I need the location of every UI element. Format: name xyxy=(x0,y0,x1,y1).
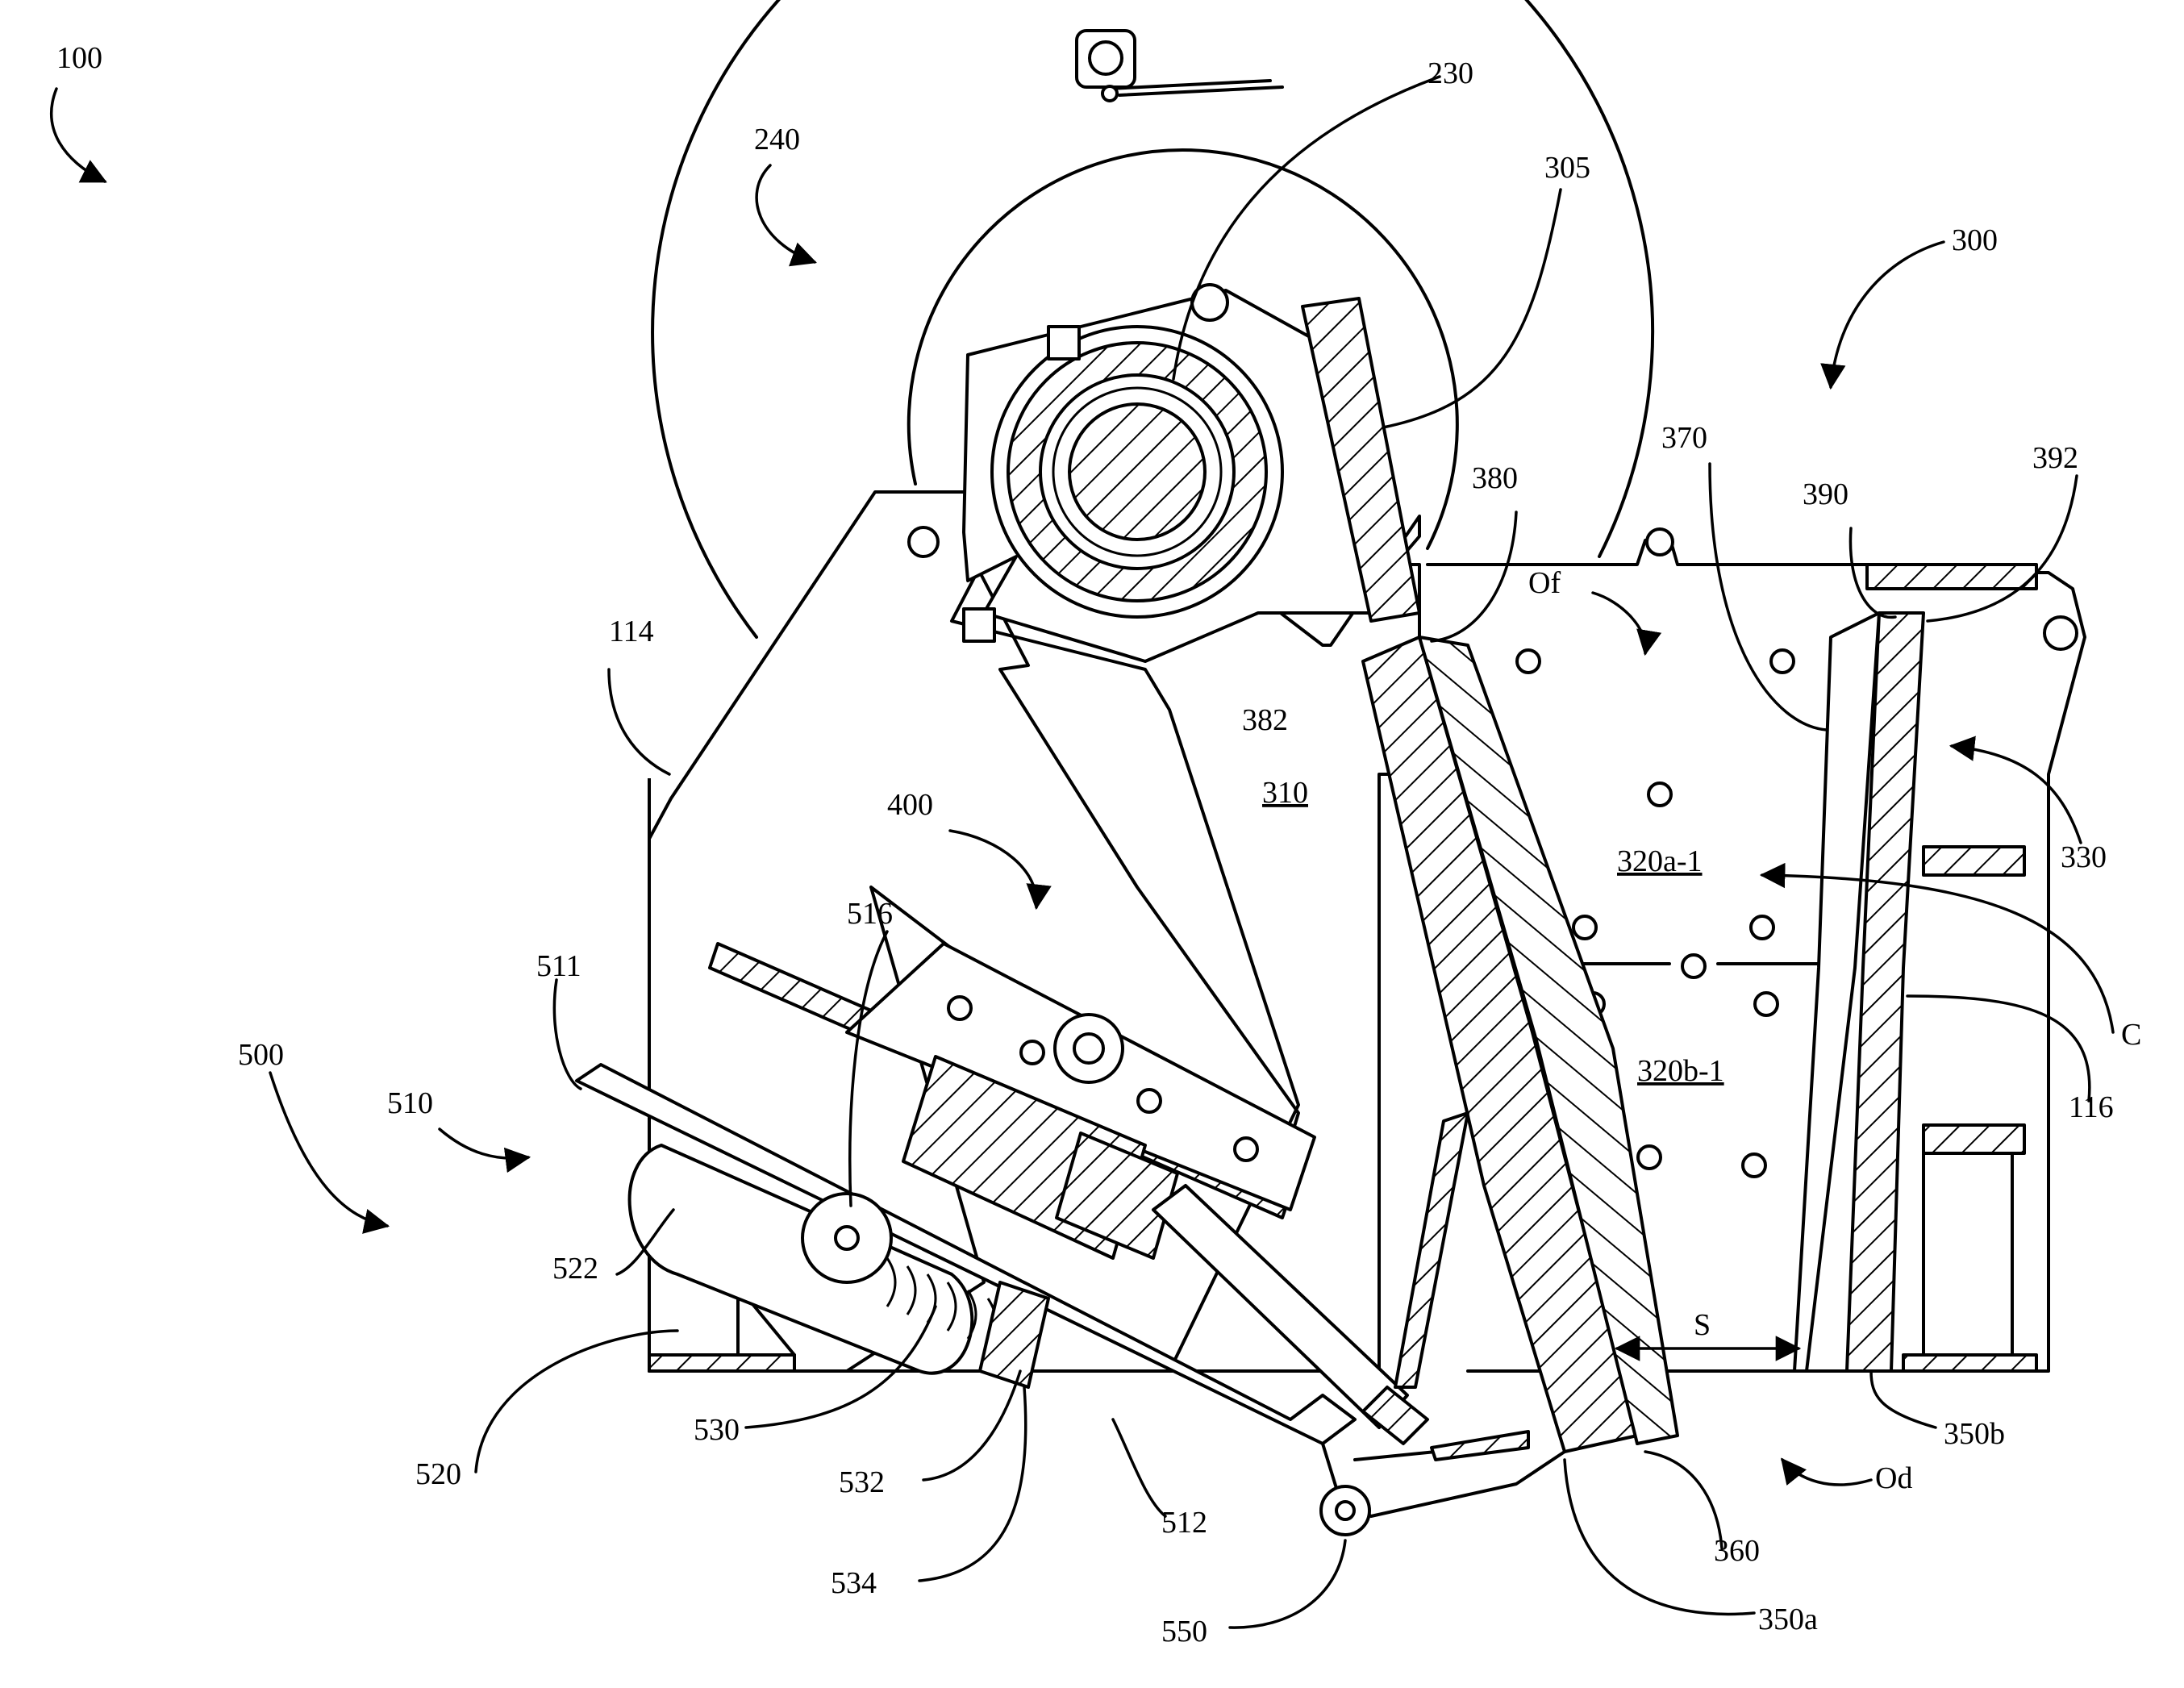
fixed-jaw xyxy=(1794,565,2036,1371)
label-c: C xyxy=(2121,1018,2141,1052)
label-of: Of xyxy=(1528,566,1561,600)
label-114: 114 xyxy=(609,615,654,648)
label-500: 500 xyxy=(238,1038,284,1072)
label-392: 392 xyxy=(2032,441,2078,475)
label-240: 240 xyxy=(754,123,800,156)
label-370: 370 xyxy=(1661,421,1707,455)
label-380: 380 xyxy=(1472,461,1518,495)
label-310: 310 xyxy=(1262,776,1308,810)
label-305: 305 xyxy=(1544,151,1590,185)
label-550: 550 xyxy=(1161,1615,1207,1648)
leader-lines xyxy=(52,77,2113,1628)
label-100: 100 xyxy=(56,41,102,75)
label-511: 511 xyxy=(536,949,581,983)
crusher-drawing xyxy=(577,0,2085,1535)
base-right xyxy=(1903,1355,2036,1371)
label-532: 532 xyxy=(839,1465,885,1499)
label-516: 516 xyxy=(847,897,893,931)
label-od: Od xyxy=(1875,1461,1912,1495)
label-512: 512 xyxy=(1161,1506,1207,1540)
base-left xyxy=(649,1355,794,1371)
label-s: S xyxy=(1694,1308,1711,1342)
label-320b-1: 320b-1 xyxy=(1637,1054,1724,1088)
label-300: 300 xyxy=(1952,223,1998,257)
label-330: 330 xyxy=(2061,840,2107,874)
label-350a: 350a xyxy=(1758,1603,1818,1636)
label-320a-1: 320a-1 xyxy=(1617,844,1703,878)
label-400: 400 xyxy=(887,788,933,822)
label-520: 520 xyxy=(415,1457,461,1491)
label-530: 530 xyxy=(694,1413,740,1447)
label-534: 534 xyxy=(831,1566,877,1600)
label-116: 116 xyxy=(2069,1090,2114,1124)
label-360: 360 xyxy=(1714,1534,1760,1568)
label-230: 230 xyxy=(1428,56,1473,90)
label-510: 510 xyxy=(387,1086,433,1120)
label-382: 382 xyxy=(1242,703,1288,737)
label-390: 390 xyxy=(1803,477,1848,511)
label-522: 522 xyxy=(552,1252,598,1286)
label-350b: 350b xyxy=(1944,1417,2005,1451)
